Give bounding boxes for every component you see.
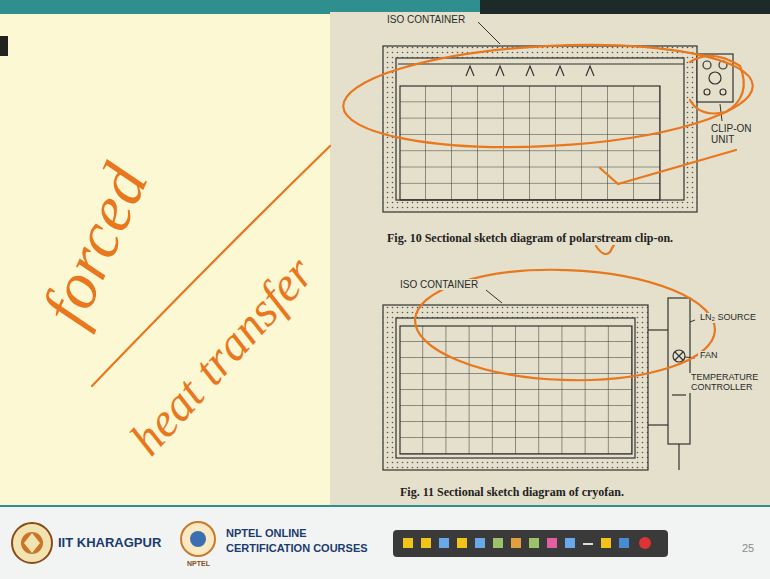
part-name: TEMPERATURE CONTROLLER [689, 373, 765, 393]
toolbar [601, 538, 611, 548]
part-name: ISO CONTAINER [385, 14, 467, 25]
cryofan-unit-symbol [673, 350, 685, 362]
iso-container-fig10 [396, 58, 684, 200]
clip-on-unit-symbol [709, 72, 721, 84]
course-banner: NPTEL ONLINE [226, 527, 306, 539]
leader-line [478, 22, 500, 44]
toolbar [393, 530, 668, 557]
part-name: CLIP-ON UNIT [709, 123, 765, 145]
toolbar [619, 538, 629, 548]
footer-bar [0, 505, 770, 579]
iso-container-fig10 [398, 63, 684, 64]
toolbar [393, 530, 668, 557]
iso-container-fig10 [383, 46, 697, 212]
figure-caption: Fig. 11 Sectional sketch diagram of cryo… [398, 486, 626, 499]
pen-annotation [92, 35, 755, 386]
toolbar [511, 538, 521, 548]
iso-container-fig10 [466, 66, 594, 76]
scanned-page [330, 0, 770, 505]
slide-number: 25 [742, 542, 754, 554]
course-banner: CERTIFICATION COURSES [226, 542, 368, 554]
toolbar [457, 538, 467, 548]
leader-line [478, 22, 722, 121]
edge-mark [0, 36, 8, 56]
toolbar [403, 538, 413, 548]
iso-container-fig11 [383, 305, 648, 470]
cryofan-unit-symbol [672, 394, 686, 395]
nptel-logo [181, 522, 215, 556]
leader-line [486, 290, 502, 303]
clip-on-unit-symbol [697, 54, 733, 102]
leader-line [690, 320, 695, 322]
footer-bar [0, 505, 770, 507]
scanned-page [480, 0, 770, 14]
toolbar [583, 543, 593, 545]
iso-container-fig11 [396, 318, 635, 458]
toolbar [421, 538, 431, 548]
part-name: FAN [698, 351, 720, 361]
toolbar [565, 538, 575, 548]
cryofan-unit-symbol [648, 329, 668, 330]
footer-bar [0, 505, 770, 579]
iso-container-fig11 [400, 326, 632, 454]
handwritten-note: forced [28, 154, 162, 335]
cryofan-unit-symbol [648, 298, 690, 470]
clip-on-unit-symbol [704, 89, 710, 95]
iso-container-fig11 [383, 305, 648, 470]
pen-annotation [600, 150, 736, 184]
nptel-logo [190, 531, 206, 547]
logo-text: NPTEL [187, 560, 210, 568]
cryofan-unit-symbol [668, 298, 690, 444]
iso-container-fig10 [383, 46, 697, 212]
part-name: ISO CONTAINER [398, 279, 480, 290]
cryofan-unit-symbol [648, 424, 668, 425]
title-bar [0, 0, 770, 14]
iit-logo [21, 532, 43, 554]
figure-caption: Fig. 10 Sectional sketch diagram of pola… [385, 232, 675, 245]
toolbar [529, 538, 539, 548]
iit-logo [12, 523, 52, 563]
clip-on-unit-symbol [697, 54, 733, 102]
iit-logo [24, 533, 40, 553]
toolbar [639, 537, 651, 549]
institute-name: IIT KHARAGPUR [58, 536, 161, 550]
cryofan-unit-symbol [675, 352, 683, 360]
scanned-page [330, 12, 770, 505]
clip-on-unit-symbol [703, 61, 711, 69]
clip-on-unit-symbol [720, 89, 726, 95]
toolbar [475, 538, 485, 548]
handwritten-note: heat transfer [120, 247, 324, 466]
nptel-logo [181, 522, 215, 556]
pen-annotation [690, 56, 744, 114]
cryofan-unit-symbol [678, 444, 679, 470]
part-name: LN₂ SOURCE [698, 313, 758, 323]
pen-annotation [341, 35, 756, 156]
iit-logo [12, 523, 52, 563]
toolbar [547, 538, 557, 548]
toolbar [493, 538, 503, 548]
toolbar [439, 538, 449, 548]
